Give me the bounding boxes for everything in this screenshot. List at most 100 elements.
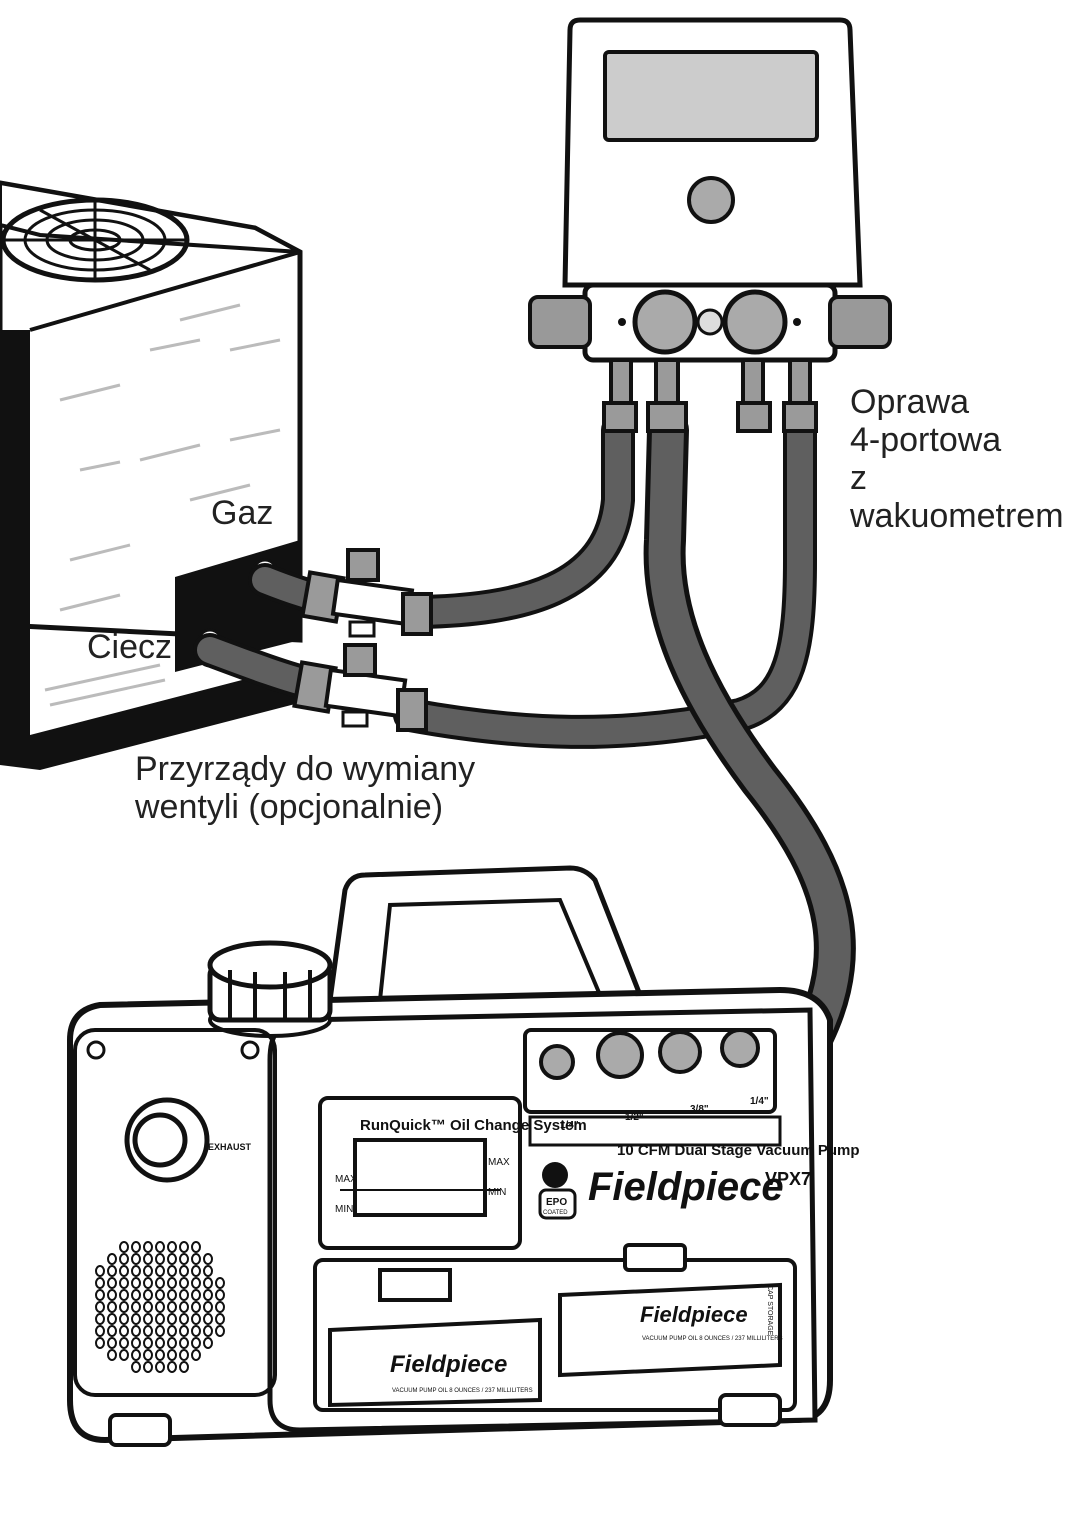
vent-hole (203, 1265, 213, 1277)
vacuum-pump: RunQuick™ Oil Change System MAX MIN MAX … (67, 865, 860, 1447)
vent-hole (215, 1325, 225, 1337)
vent-hole (167, 1361, 177, 1373)
vent-hole (203, 1277, 213, 1289)
manifold-label-line-4: wakuometrem (850, 497, 1064, 535)
vent-hole (179, 1301, 189, 1313)
vent-hole (131, 1349, 141, 1361)
vent-hole (143, 1265, 153, 1277)
vent-hole (155, 1313, 165, 1325)
vent-hole (191, 1313, 201, 1325)
vent-hole (179, 1253, 189, 1265)
vent-hole (179, 1289, 189, 1301)
vent-hole (143, 1301, 153, 1313)
vent-hole (167, 1241, 177, 1253)
vent-hole (131, 1361, 141, 1373)
vent-hole (179, 1361, 189, 1373)
epo-badge (538, 1162, 577, 1220)
vent-hole (107, 1265, 117, 1277)
min-label-right: MIN (488, 1187, 506, 1198)
vent-hole (155, 1337, 165, 1349)
manifold-label-line-2: 4-portowa (850, 421, 1002, 459)
vent-hole (203, 1301, 213, 1313)
oil-system-label: RunQuick™ Oil Change System (360, 1117, 587, 1134)
port-label-4: 1/4" (750, 1096, 769, 1107)
vent-hole (95, 1277, 105, 1289)
epo-text: EPO (546, 1197, 567, 1208)
vent-hole (155, 1349, 165, 1361)
vent-hole (95, 1337, 105, 1349)
vent-hole (143, 1349, 153, 1361)
vent-hole (131, 1253, 141, 1265)
vent-hole (131, 1265, 141, 1277)
vent-hole (167, 1349, 177, 1361)
vent-hole (143, 1253, 153, 1265)
vent-hole (143, 1337, 153, 1349)
vent-hole (191, 1325, 201, 1337)
exhaust-label: EXHAUST (208, 1142, 252, 1152)
max-label-right: MAX (488, 1157, 510, 1168)
core-tools-label-line-1: Przyrządy do wymiany (135, 750, 476, 788)
vent-hole (95, 1301, 105, 1313)
exhaust-port (73, 1028, 277, 1397)
port-label-2: 1/2" (625, 1112, 644, 1123)
core-tool-gas (300, 548, 433, 638)
vent-hole (215, 1313, 225, 1325)
vent-hole (119, 1325, 129, 1337)
vent-hole (203, 1337, 213, 1349)
min-label-left: MIN (335, 1204, 353, 1215)
vent-hole (215, 1289, 225, 1301)
core-removal-tools (292, 548, 433, 732)
vent-hole (155, 1325, 165, 1337)
manifold-label-line-1: Oprawa (850, 383, 970, 421)
vent-hole (191, 1277, 201, 1289)
vent-hole (95, 1313, 105, 1325)
vent-hole (143, 1277, 153, 1289)
vent-hole (107, 1325, 117, 1337)
fan-grille (0, 197, 190, 283)
vent-hole (203, 1313, 213, 1325)
vent-hole (191, 1265, 201, 1277)
vent-hole (131, 1289, 141, 1301)
vent-hole (179, 1277, 189, 1289)
vent-hole (155, 1289, 165, 1301)
vent-hole (131, 1241, 141, 1253)
vent-hole (155, 1277, 165, 1289)
vent-hole (131, 1277, 141, 1289)
vent-hole (95, 1265, 105, 1277)
vent-hole (191, 1289, 201, 1301)
vent-grille (95, 1241, 225, 1373)
vent-hole (143, 1361, 153, 1373)
vent-hole (119, 1253, 129, 1265)
vent-hole (167, 1265, 177, 1277)
port-label-1: 1/4" (560, 1120, 579, 1131)
vent-hole (191, 1349, 201, 1361)
bottle-brand-right: Fieldpiece (640, 1302, 748, 1327)
vent-hole (107, 1349, 117, 1361)
bottle-brand-left: Fieldpiece (390, 1351, 507, 1378)
vent-hole (179, 1337, 189, 1349)
port-label-3: 3/8" (690, 1104, 709, 1115)
vent-hole (167, 1253, 177, 1265)
vent-hole (179, 1313, 189, 1325)
coated-text: COATED (543, 1210, 568, 1216)
vent-hole (143, 1241, 153, 1253)
vent-hole (95, 1289, 105, 1301)
core-tool-liquid (292, 643, 428, 732)
vent-hole (143, 1289, 153, 1301)
core-tools-label: Przyrządy do wymiany wentyli (opcjonalni… (135, 750, 475, 826)
vent-hole (119, 1265, 129, 1277)
vent-hole (191, 1301, 201, 1313)
pump-model: VPX7 (765, 1169, 811, 1189)
vent-hole (119, 1277, 129, 1289)
vent-hole (155, 1253, 165, 1265)
vent-hole (143, 1325, 153, 1337)
vent-hole (119, 1289, 129, 1301)
vent-hole (167, 1277, 177, 1289)
vent-hole (119, 1337, 129, 1349)
bottle-contents-right: VACUUM PUMP OIL 8 OUNCES / 237 MILLILITE… (642, 1336, 783, 1342)
vent-hole (107, 1313, 117, 1325)
vent-hole (119, 1313, 129, 1325)
vent-hole (131, 1301, 141, 1313)
vent-hole (215, 1277, 225, 1289)
